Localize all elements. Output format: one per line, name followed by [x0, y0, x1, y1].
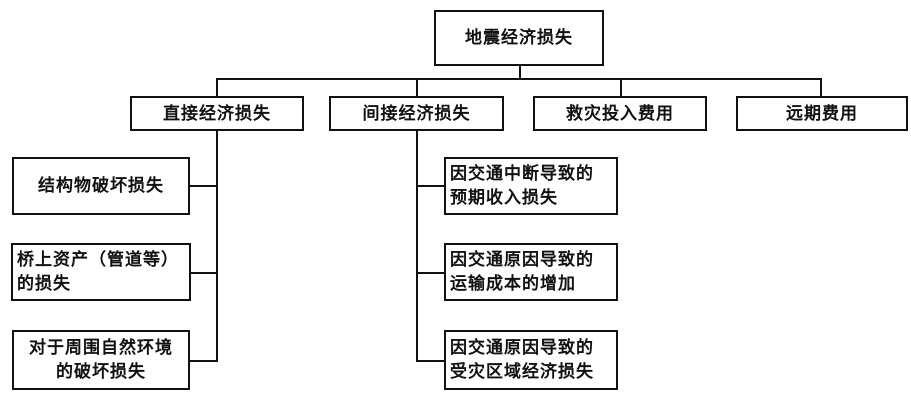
root-node: 地震经济损失	[434, 10, 604, 66]
child-label-line: 运输成本的增加	[450, 274, 576, 294]
child-label-line: 对于周围自然环境	[29, 338, 173, 358]
connector-cat1-child1	[190, 185, 218, 187]
connector-cat2-up	[416, 78, 418, 98]
category-relief-cost: 救灾投入费用	[533, 96, 707, 131]
child-structure-damage: 结构物破坏损失	[12, 157, 190, 215]
child-transport-cost-increase: 因交通原因导致的 运输成本的增加	[444, 243, 618, 301]
child-label-line: 预期收入损失	[450, 188, 558, 208]
connector-cat4-up	[820, 78, 822, 98]
connector-cat2-child1	[416, 185, 444, 187]
child-label-line: 因交通中断导致的	[450, 164, 594, 184]
child-label-line: 的损失	[17, 274, 71, 294]
category-indirect-loss: 间接经济损失	[329, 96, 504, 131]
child-label-line: 结构物破坏损失	[38, 176, 164, 196]
child-regional-economic-loss: 因交通原因导致的 受灾区域经济损失	[444, 330, 618, 390]
connector-cat1-child2	[190, 272, 218, 274]
root-label: 地震经济损失	[465, 28, 573, 48]
connector-root-down	[519, 65, 521, 79]
connector-cat2-child2	[416, 272, 444, 274]
category-long-term-cost: 远期费用	[736, 96, 908, 131]
child-label-line: 受灾区域经济损失	[450, 362, 594, 382]
connector-cat1-up	[216, 78, 218, 98]
connector-cat1-spine	[216, 130, 218, 362]
category-direct-loss: 直接经济损失	[130, 96, 304, 131]
connector-cat2-spine	[416, 130, 418, 362]
category-label: 远期费用	[786, 103, 858, 124]
child-label-line: 因交通原因导致的	[450, 338, 594, 358]
connector-top-bus	[216, 78, 821, 80]
category-label: 直接经济损失	[163, 103, 271, 124]
child-expected-income-loss: 因交通中断导致的 预期收入损失	[444, 157, 618, 215]
connector-cat3-up	[620, 78, 622, 98]
child-label-line: 因交通原因导致的	[450, 250, 594, 270]
connector-cat1-child3	[190, 360, 218, 362]
connector-cat2-child3	[416, 360, 444, 362]
category-label: 间接经济损失	[362, 103, 471, 124]
child-environment-damage: 对于周围自然环境 的破坏损失	[12, 330, 190, 390]
child-label-line: 桥上资产（管道等）	[17, 250, 179, 270]
child-label-line: 的破坏损失	[56, 362, 146, 382]
child-bridge-assets-loss: 桥上资产（管道等） 的损失	[11, 243, 191, 301]
category-label: 救灾投入费用	[566, 103, 674, 124]
